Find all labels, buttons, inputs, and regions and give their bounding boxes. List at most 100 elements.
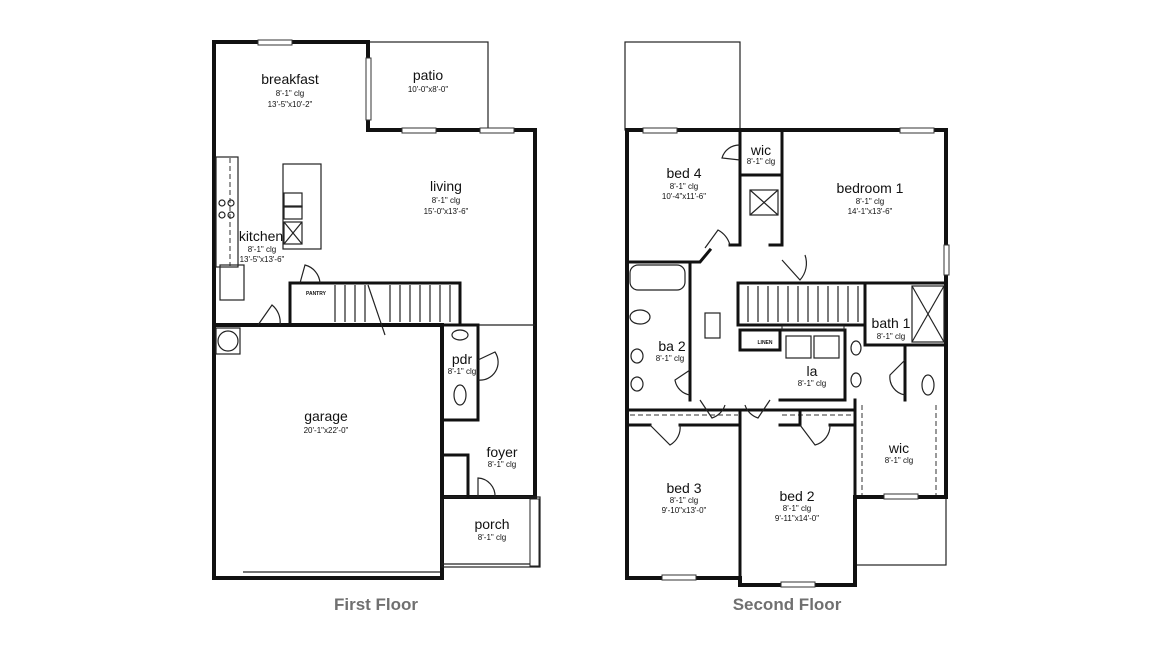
porch-railing (529, 498, 540, 567)
refrigerator (219, 264, 245, 301)
room-name-linen: LINEN (758, 340, 773, 346)
room-ceiling-wic-master: 8'-1" clg (885, 456, 913, 465)
closet-wall (440, 453, 470, 499)
window (642, 127, 678, 134)
room-name-living: living (430, 178, 462, 194)
attic-access-icon (749, 189, 779, 216)
room-ceiling-bed2: 8'-1" clg (783, 504, 811, 513)
sink-icon (630, 376, 644, 392)
door-swing-pantry (299, 264, 321, 284)
sink-icon (850, 340, 862, 356)
kitchen-counter (215, 156, 239, 268)
room-ceiling-foyer: 8'-1" clg (488, 460, 516, 469)
room-ceiling-bath1: 8'-1" clg (877, 332, 905, 341)
room-size-bed4: 10'-4"x11'-6" (662, 192, 706, 201)
window (780, 581, 816, 588)
room-ceiling-pdr: 8'-1" clg (448, 367, 476, 376)
linen-closet (738, 328, 782, 352)
stairs-outline (736, 281, 867, 327)
sink-icon (850, 372, 862, 388)
dryer (813, 335, 840, 359)
toilet-icon (629, 309, 651, 325)
exterior-wall-living (366, 40, 537, 499)
attic-hatch (704, 312, 721, 339)
door-swing-bedroom1 (781, 254, 807, 281)
door-swing-foyer (477, 477, 496, 498)
room-name-bedroom1: bedroom 1 (837, 180, 904, 196)
room-ceiling-porch: 8'-1" clg (478, 533, 506, 542)
toilet-icon (921, 374, 935, 396)
roof-outline-rear (854, 496, 947, 566)
shower-icon (911, 285, 945, 343)
washer (785, 335, 812, 359)
oven-icon (283, 192, 303, 208)
bedroom1-left-wall (768, 128, 784, 247)
door-swing-bed4 (704, 229, 731, 249)
room-size-living: 15'-0"x13'-6" (424, 207, 469, 216)
window (257, 39, 293, 46)
room-ceiling-wic: 8'-1" clg (747, 157, 775, 166)
window (401, 127, 437, 134)
bed4-ba2-wall (625, 260, 692, 402)
bed4-right-wall (728, 128, 742, 247)
window (479, 127, 515, 134)
door-swing-garage (257, 304, 281, 326)
room-size-bed3: 9'-10"x13'-0" (662, 506, 707, 515)
room-name-porch: porch (474, 516, 509, 532)
room-name-garage: garage (304, 408, 348, 424)
window (883, 493, 919, 500)
room-name-bed2: bed 2 (779, 488, 814, 504)
room-name-bed4: bed 4 (666, 165, 701, 181)
oven-icon-2 (283, 205, 303, 220)
stair-treads (334, 284, 451, 336)
door-swing-pdr (477, 351, 499, 381)
toilet-icon (453, 384, 467, 406)
first-floor-plan: breakfast 8'-1" clg 13'-5"x10'-2" patio … (212, 39, 541, 614)
door-swing-bed2 (744, 399, 771, 419)
closet-wall (778, 408, 802, 427)
room-name-kitchen: kitchen (239, 228, 283, 244)
room-name-pdr: pdr (452, 351, 473, 367)
window (661, 574, 697, 581)
room-ceiling-ba2: 8'-1" clg (656, 354, 684, 363)
first-floor-caption: First Floor (334, 595, 418, 614)
room-ceiling-breakfast: 8'-1" clg (276, 89, 304, 98)
room-name-wic: wic (750, 142, 771, 158)
room-name-bed3: bed 3 (666, 480, 701, 496)
room-size-bed2: 9'-11"x14'-0" (775, 514, 819, 523)
room-ceiling-bed3: 8'-1" clg (670, 496, 698, 505)
room-ceiling-bedroom1: 8'-1" clg (856, 197, 884, 206)
room-ceiling-la: 8'-1" clg (798, 379, 826, 388)
porch-outline (441, 496, 541, 568)
water-heater (215, 327, 241, 355)
room-size-breakfast: 13'-5"x10'-2" (268, 100, 313, 109)
door-swing-bed3 (699, 399, 726, 419)
room-name-patio: patio (413, 67, 444, 83)
door-swing-bed2-closet (799, 424, 831, 446)
room-name-bath1: bath 1 (872, 315, 911, 331)
room-ceiling-kitchen: 8'-1" clg (248, 245, 276, 254)
room-size-bedroom1: 14'-1"x13'-6" (848, 207, 893, 216)
room-name-wic-master: wic (888, 440, 909, 456)
window (943, 244, 950, 276)
second-floor-caption: Second Floor (733, 595, 842, 614)
sink-icon (451, 329, 469, 341)
room-name-foyer: foyer (486, 444, 517, 460)
cooktop-icon (218, 199, 235, 219)
door-swing-bed3-closet (649, 424, 681, 446)
dishwasher-icon (283, 221, 303, 245)
kitchen-island (282, 163, 322, 250)
second-floor-plan: bed 4 8'-1" clg 10'-4"x11'-6" wic 8'-1" … (624, 41, 950, 614)
room-name-la: la (807, 363, 818, 379)
laundry-shelf (781, 325, 845, 331)
exterior-wall-left (212, 40, 444, 580)
room-size-kitchen: 13'-5"x13'-6" (240, 255, 285, 264)
stair-treads (747, 286, 859, 322)
room-size-patio: 10'-0"x8'-0" (408, 85, 448, 94)
door-swing-toilet (889, 359, 906, 396)
water-heater-icon (217, 330, 239, 352)
room-name-breakfast: breakfast (261, 71, 319, 87)
room-name-ba2: ba 2 (658, 338, 685, 354)
room-ceiling-living: 8'-1" clg (432, 196, 460, 205)
